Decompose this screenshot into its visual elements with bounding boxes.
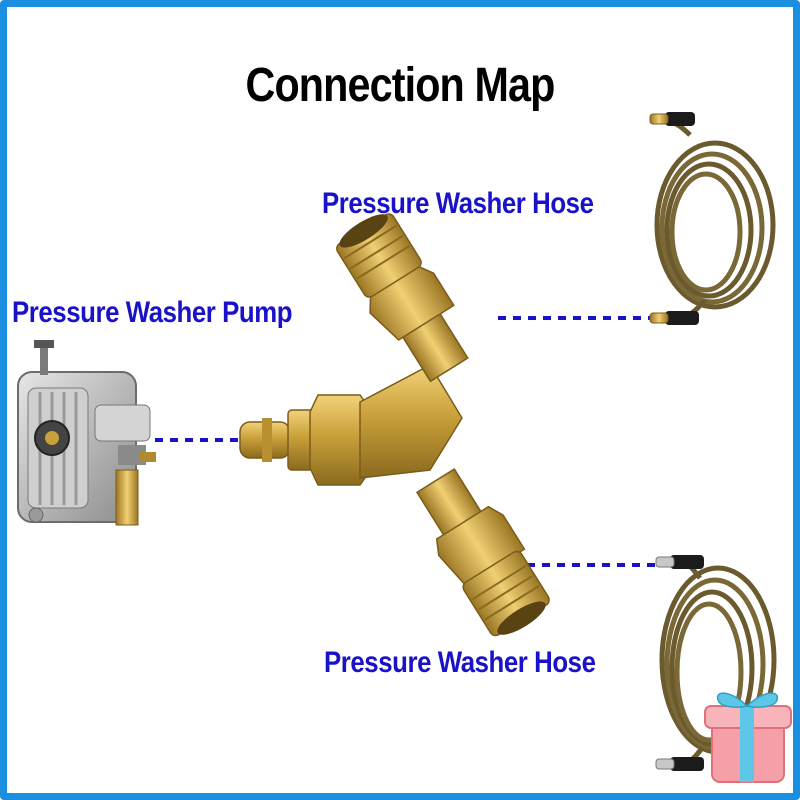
hose-coil-image [649, 112, 776, 325]
y-splitter-image [239, 213, 550, 637]
page-title: Connection Map [245, 59, 555, 112]
gift-icon [704, 692, 792, 783]
label-pump: Pressure Washer Pump [12, 296, 293, 329]
label-hose-top: Pressure Washer Hose [322, 187, 594, 220]
label-hose-bottom: Pressure Washer Hose [324, 646, 596, 679]
pump-image [17, 340, 156, 526]
